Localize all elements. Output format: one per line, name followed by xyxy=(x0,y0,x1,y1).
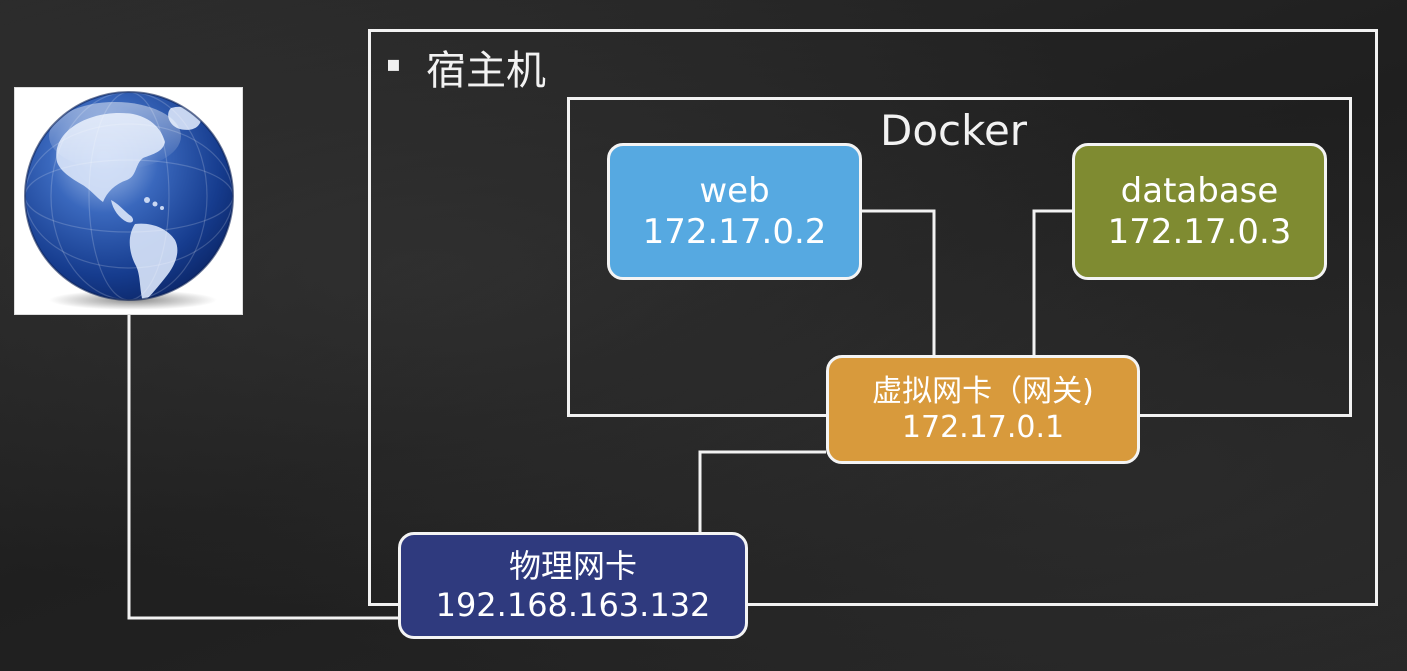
database-container-name: database xyxy=(1120,170,1279,211)
database-container-ip: 172.17.0.3 xyxy=(1107,211,1292,252)
link-web-virtual-nic xyxy=(862,209,936,355)
virtual-nic-box: 虚拟网卡（网关) 172.17.0.1 xyxy=(826,355,1140,464)
link-database-virtual-nic xyxy=(1032,209,1072,355)
virtual-nic-name: 虚拟网卡（网关) xyxy=(872,373,1094,409)
web-container-name: web xyxy=(699,170,770,211)
web-container-box: web 172.17.0.2 xyxy=(607,143,862,280)
physical-nic-box: 物理网卡 192.168.163.132 xyxy=(398,532,748,639)
docker-title: Docker xyxy=(880,106,1028,155)
web-container-ip: 172.17.0.2 xyxy=(642,211,827,252)
virtual-nic-ip: 172.17.0.1 xyxy=(901,409,1065,445)
link-internet-physical-nic xyxy=(127,315,398,620)
physical-nic-name: 物理网卡 xyxy=(508,547,637,586)
globe-icon xyxy=(24,91,234,310)
host-machine-title: 宿主机 xyxy=(426,48,546,94)
link-physical-nic-virtual-nic xyxy=(698,450,826,532)
host-machine-frame xyxy=(368,29,1378,606)
host-bullet: ▪ xyxy=(386,52,401,77)
database-container-box: database 172.17.0.3 xyxy=(1072,143,1327,280)
internet-globe-panel xyxy=(14,87,243,315)
physical-nic-ip: 192.168.163.132 xyxy=(435,585,711,624)
